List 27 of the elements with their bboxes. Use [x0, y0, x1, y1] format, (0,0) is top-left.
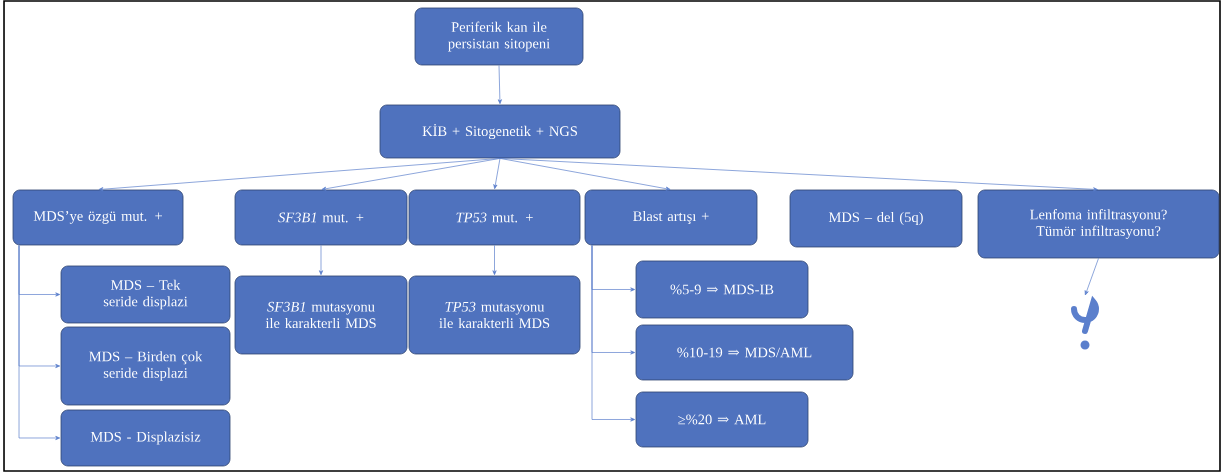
process-box: MDS – Tek seride displazi	[60, 265, 231, 324]
process-box: Blast artışı +	[584, 189, 758, 246]
process-box: MDS’ye özgü mut. +	[12, 189, 184, 246]
process-box: SF3B1 mutasyonu ile karakterli MDS	[234, 275, 408, 355]
process-box: MDS – Birden çok seride displazi	[60, 326, 231, 406]
process-box: Lenfoma infiltrasyonu? Tümör infiltrasyonu?	[977, 189, 1220, 259]
arrow	[1084, 258, 1099, 296]
arrow	[321, 158, 501, 191]
question-mark-drawing	[1071, 298, 1099, 350]
process-box: %10-19 ⇒ MDS/AML	[635, 324, 854, 381]
arrow	[499, 158, 1098, 192]
process-box: Periferik kan ile persistan sitopeni	[414, 7, 584, 66]
process-box: SF3B1 mut. +	[234, 189, 408, 246]
arrow	[318, 245, 324, 276]
process-box: MDS - Displazisiz	[60, 409, 231, 467]
process-box: KİB + Sitogenetik + NGS	[379, 104, 621, 159]
arrow	[591, 245, 636, 422]
arrow	[499, 158, 671, 191]
process-box: ≥%20 ⇒ AML	[635, 391, 809, 448]
process-box: TP53 mutasyonu ile karakterli MDS	[408, 275, 581, 355]
arrow	[18, 245, 61, 441]
process-box: %5-9 ⇒ MDS-IB	[635, 260, 809, 319]
process-box: MDS – del (5q)	[789, 189, 963, 248]
arrow	[492, 245, 497, 276]
process-box: TP53 mut. +	[408, 189, 581, 246]
arrow	[497, 65, 502, 105]
arrow	[493, 158, 501, 190]
